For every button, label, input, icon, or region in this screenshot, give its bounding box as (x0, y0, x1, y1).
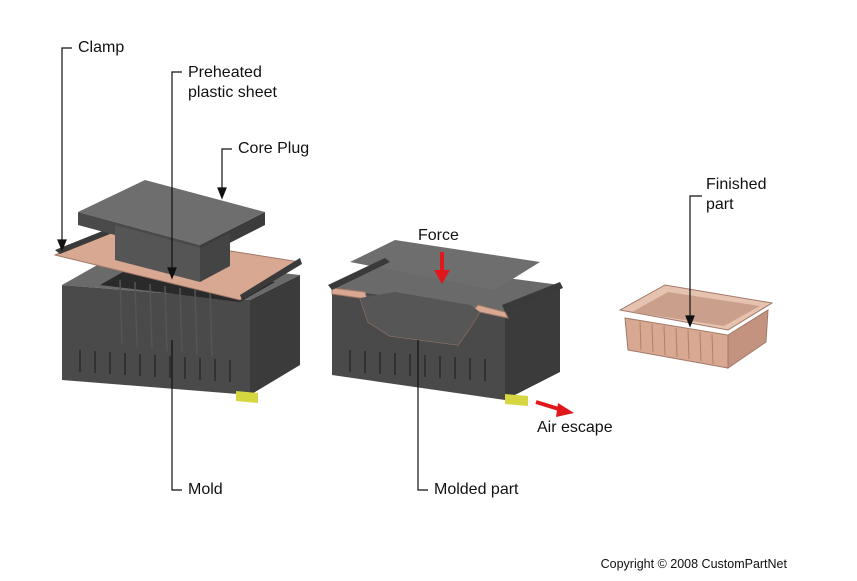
label-preheated-sheet: Preheated plastic sheet (188, 63, 277, 103)
label-force: Force (418, 226, 459, 246)
finished-part (620, 285, 772, 368)
label-air-escape: Air escape (537, 418, 613, 438)
middle-assembly (328, 240, 574, 417)
left-assembly (55, 180, 302, 403)
copyright-notice: Copyright © 2008 CustomPartNet (601, 557, 787, 571)
label-clamp: Clamp (78, 38, 124, 58)
label-molded-part: Molded part (434, 480, 519, 500)
label-finished-part: Finished part (706, 175, 766, 215)
air-escape-arrow (536, 402, 574, 417)
label-core-plug: Core Plug (238, 139, 309, 159)
label-mold: Mold (188, 480, 223, 500)
